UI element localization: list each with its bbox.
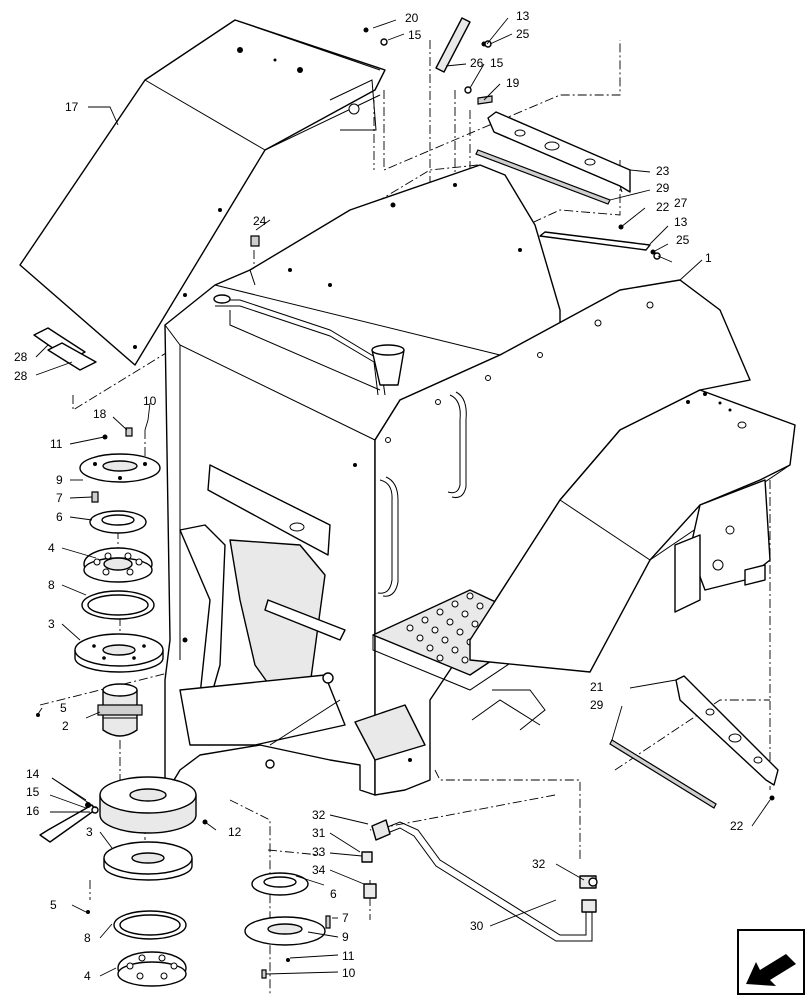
callout-25: 25 (676, 233, 690, 247)
callout-5: 5 (60, 701, 67, 715)
callout-22: 22 (730, 819, 744, 833)
callout-9: 9 (342, 930, 349, 944)
callout-8: 8 (48, 578, 55, 592)
callout-10: 10 (342, 966, 356, 980)
callout-29: 29 (656, 181, 670, 195)
callout-20: 20 (405, 11, 419, 25)
callout-16: 16 (26, 804, 40, 818)
callout-4: 4 (48, 541, 55, 555)
fitting-31 (371, 819, 391, 841)
callout-17: 17 (65, 100, 79, 114)
callout-15: 15 (490, 56, 504, 70)
callout-1: 1 (705, 251, 712, 265)
tube-30 (384, 821, 597, 942)
ring-6-bottom (251, 872, 309, 896)
callout-34: 34 (312, 863, 326, 877)
callout-28: 28 (14, 350, 28, 364)
callout-32: 32 (312, 808, 326, 822)
callout-30: 30 (470, 919, 484, 933)
callout-23: 23 (656, 164, 670, 178)
callout-6: 6 (56, 510, 63, 524)
callout-5: 5 (50, 898, 57, 912)
callout-19: 19 (506, 76, 520, 90)
bearing-4-bottom (117, 951, 187, 987)
plate-3-bottom (103, 841, 193, 881)
callout-21: 21 (590, 680, 604, 694)
callout-11: 11 (50, 437, 63, 451)
callouts: 20 15 13 25 26 15 19 17 23 29 22 27 13 2… (14, 9, 744, 983)
callout-25: 25 (516, 27, 530, 41)
callout-4: 4 (84, 969, 91, 983)
flange-9-bottom (244, 916, 326, 946)
bracket-27 (539, 231, 651, 251)
fender-right (469, 389, 796, 673)
seal-ring-8-top (81, 590, 155, 620)
callout-24: 24 (253, 214, 267, 228)
spacer-28 (33, 327, 97, 371)
leader-lines (35, 17, 771, 977)
callout-22: 22 (656, 200, 670, 214)
callout-12: 12 (228, 825, 242, 839)
strip-29-bottom (609, 739, 717, 809)
housing-lower (99, 776, 197, 834)
fender-left-17 (19, 19, 386, 366)
callout-7: 7 (56, 491, 63, 505)
callout-33: 33 (312, 845, 326, 859)
callout-15: 15 (408, 28, 422, 42)
flange-9-top (79, 453, 161, 483)
ring-6-top (89, 510, 147, 534)
strip-29-top (475, 149, 611, 205)
callout-11: 11 (342, 949, 355, 963)
callout-32: 32 (532, 857, 546, 871)
callout-18: 18 (93, 407, 107, 421)
bearing-4-top (83, 547, 153, 583)
callout-9: 9 (56, 473, 63, 487)
callout-8: 8 (84, 931, 91, 945)
callout-13: 13 (674, 215, 688, 229)
callout-29: 29 (590, 698, 604, 712)
callout-3: 3 (86, 825, 93, 839)
fitting-34 (363, 883, 377, 899)
plate-3-top (74, 633, 164, 673)
callout-14: 14 (26, 767, 40, 781)
bracket-23 (487, 111, 631, 193)
callout-2: 2 (62, 719, 69, 733)
callout-28: 28 (14, 369, 28, 383)
callout-10: 10 (143, 394, 157, 408)
callout-26: 26 (470, 56, 484, 70)
strap-26 (435, 17, 471, 73)
hub-2 (97, 683, 143, 737)
fasteners (36, 27, 775, 979)
callout-27: 27 (674, 196, 688, 210)
callout-13: 13 (516, 9, 530, 23)
view-direction-arrow-icon (737, 929, 805, 995)
seal-ring-8-bottom (113, 910, 187, 940)
fitting-33 (361, 851, 373, 863)
callout-15: 15 (26, 785, 40, 799)
callout-7: 7 (342, 911, 349, 925)
cab-frame-1 (164, 164, 751, 796)
callout-3: 3 (48, 617, 55, 631)
callout-6: 6 (330, 887, 337, 901)
bracket-21 (675, 675, 779, 786)
callout-31: 31 (312, 826, 326, 840)
